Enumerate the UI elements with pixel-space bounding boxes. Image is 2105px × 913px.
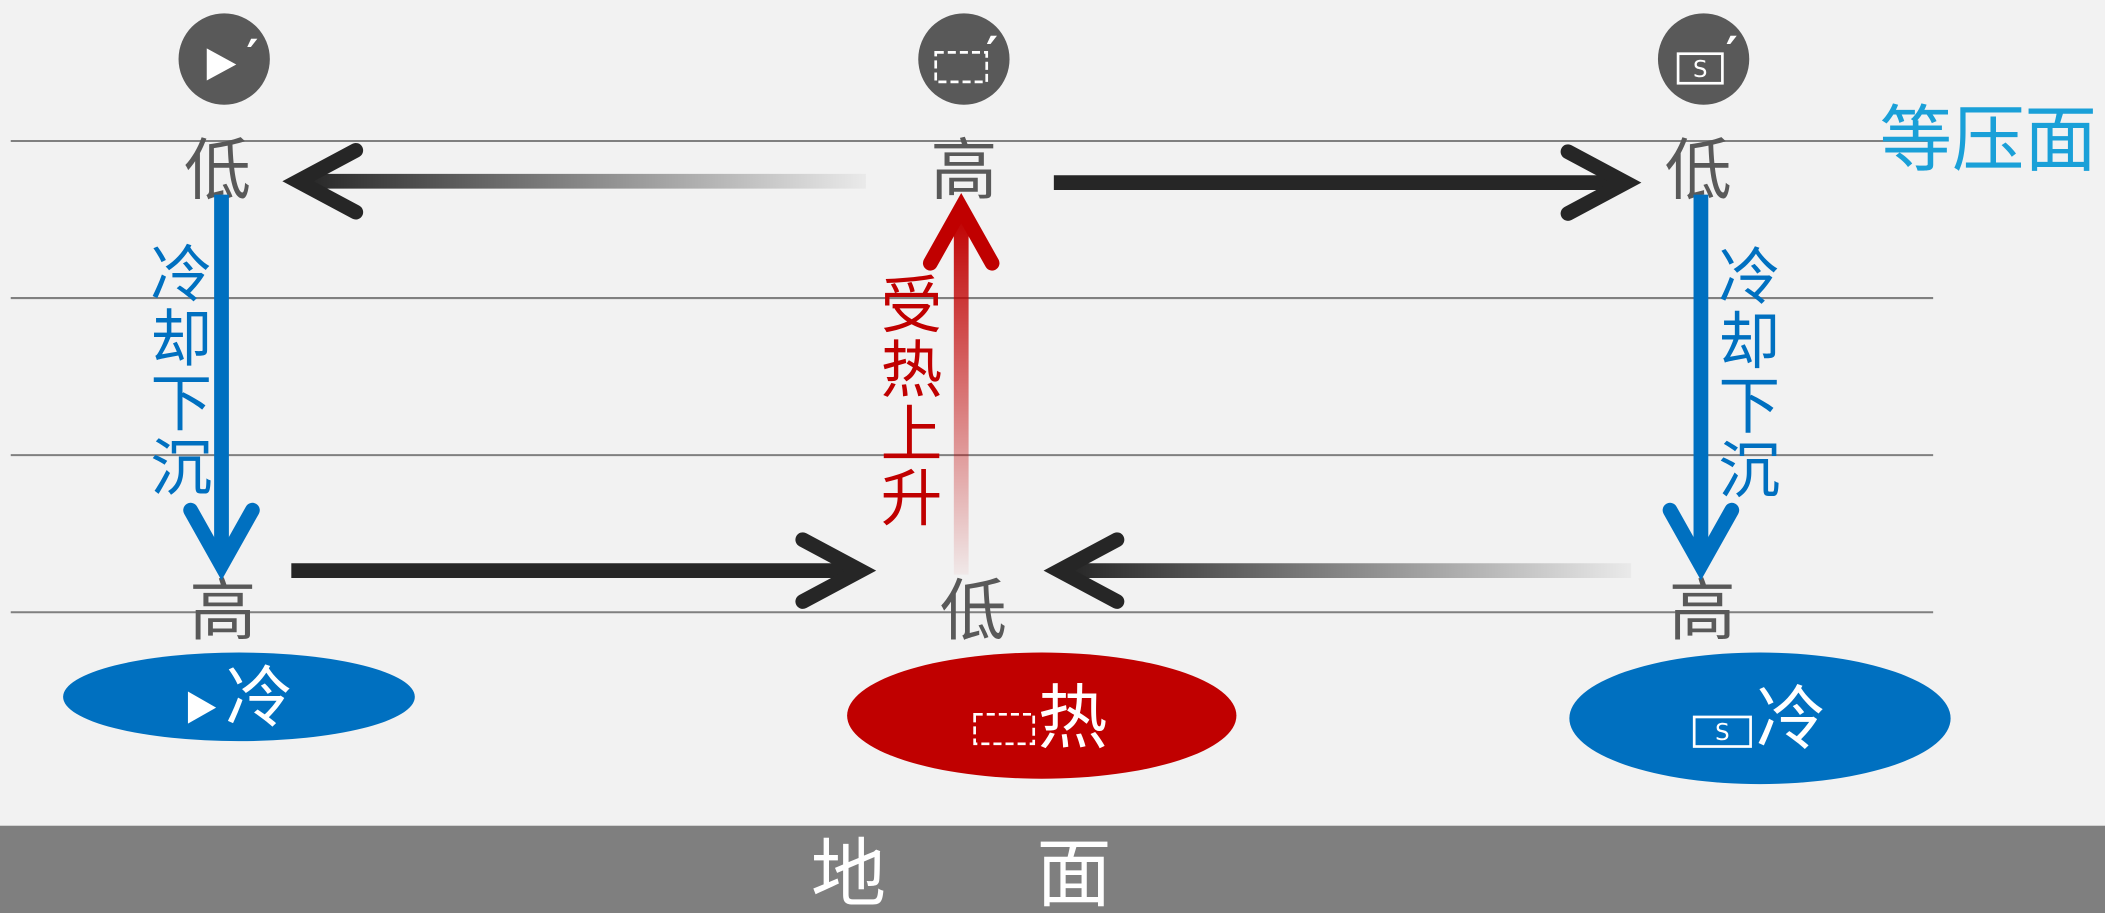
surface-temperature-left: 冷	[226, 659, 293, 737]
cold-ellipse-left	[63, 652, 415, 742]
upper-pressure-label-middle: 高	[930, 132, 997, 210]
arrow-head	[1662, 502, 1740, 581]
lower-flow-arrow-left	[291, 532, 877, 609]
process-label-left: 冷却下沉	[140, 241, 214, 500]
play-triangle-icon	[187, 691, 217, 724]
arrow-head	[1043, 532, 1125, 609]
surface-hot-middle: 热	[847, 652, 1237, 779]
s-box-icon	[1676, 52, 1724, 85]
arrow-head	[922, 193, 1000, 271]
sinking-arrow-left	[183, 194, 260, 581]
s-box-icon	[1692, 715, 1752, 748]
surface-letter: S	[1715, 720, 1729, 746]
prime-mark: ′	[246, 30, 258, 83]
surface-cold-right: S 冷	[1569, 652, 1951, 785]
lower-pressure-label-right: 高	[1669, 572, 1736, 650]
rising-arrow-middle	[922, 193, 1000, 575]
surface-temperature-right: 冷	[1756, 679, 1826, 760]
sinking-arrow-right	[1662, 194, 1740, 581]
surface-cold-left: 冷	[63, 652, 415, 742]
hot-ellipse-middle	[847, 652, 1237, 779]
lower-flow-arrow-right	[1043, 532, 1632, 609]
upper-flow-arrow-left	[282, 142, 866, 220]
surface-temperature-middle: 热	[1038, 678, 1108, 759]
arrow-head	[1560, 144, 1642, 221]
marker-middle: ′	[918, 13, 1010, 105]
prime-mark: ′	[1726, 27, 1738, 80]
process-label-right: 冷却下沉	[1708, 244, 1782, 503]
marker-letter: S	[1693, 57, 1707, 83]
cold-ellipse-right	[1569, 652, 1951, 785]
prime-mark: ′	[986, 27, 998, 80]
play-triangle-icon	[206, 48, 237, 81]
lower-pressure-label-left: 高	[189, 572, 256, 650]
upper-flow-arrow-right	[1053, 144, 1642, 221]
lower-pressure-label-middle: 低	[940, 572, 1007, 650]
arrow-head	[183, 502, 260, 581]
arrow-head	[795, 532, 877, 609]
ground-label: 地 面	[811, 830, 1112, 913]
ground-bar	[0, 825, 2105, 913]
marker-right: S ′	[1657, 13, 1750, 105]
isobar-label: 等压面	[1879, 99, 2096, 183]
isobar-lines	[10, 139, 1934, 614]
dashed-box-icon	[934, 51, 989, 84]
dashed-box-icon	[973, 712, 1036, 746]
arrow-head	[282, 142, 364, 220]
marker-left: ′	[178, 13, 270, 105]
process-label-middle: 受热上升	[871, 272, 944, 531]
